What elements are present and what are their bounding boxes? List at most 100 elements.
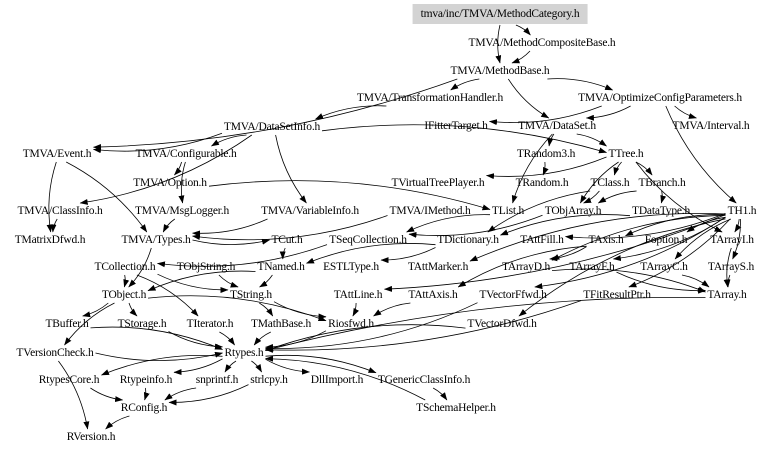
- graph-node-transformationhandler[interactable]: TMVA/TransformationHandler.h: [356, 92, 504, 104]
- graph-node-trandom[interactable]: TRandom.h: [515, 177, 569, 189]
- edge-tseqcollection-to-tcollection: [157, 244, 328, 268]
- edge-tvectordfwd-to-rtypes: [265, 324, 466, 351]
- graph-node-tvectordfwd[interactable]: TVectorDfwd.h: [467, 318, 537, 330]
- graph-node-tfitresultptr[interactable]: TFitResultPtr.h: [583, 289, 651, 301]
- edge-tfitresultptr-to-rtypes: [265, 300, 582, 353]
- edge-methodcompositebase-to-methodbase: [511, 50, 531, 64]
- graph-node-tobject[interactable]: TObject.h: [101, 289, 147, 301]
- graph-node-rversion[interactable]: RVersion.h: [66, 431, 116, 443]
- graph-node-configurable[interactable]: TMVA/Configurable.h: [135, 148, 237, 160]
- graph-node-tarrayd[interactable]: TArrayD.h: [501, 261, 551, 273]
- edge-tcollection-to-titerator: [136, 274, 199, 317]
- graph-node-dataset[interactable]: TMVA/DataSet.h: [518, 120, 596, 132]
- edge-optimizeconfigparameters-to-dataset: [585, 105, 631, 121]
- graph-node-strlcpy[interactable]: strlcpy.h: [250, 374, 288, 386]
- graph-node-event[interactable]: TMVA/Event.h: [22, 148, 92, 160]
- graph-node-titerator[interactable]: TIterator.h: [186, 318, 234, 330]
- graph-node-tcut[interactable]: TCut.h: [271, 234, 303, 246]
- graph-node-tmatrixdfwd[interactable]: TMatrixDfwd.h: [14, 234, 86, 246]
- edge-methodbase-to-event: [93, 78, 458, 151]
- graph-node-methodbase[interactable]: TMVA/MethodBase.h: [450, 65, 550, 77]
- edge-tcollection-to-tstring: [157, 273, 229, 294]
- edge-tattline-to-riosfwd: [352, 302, 360, 317]
- graph-node-interval[interactable]: TMVA/Interval.h: [672, 120, 750, 132]
- graph-node-tlist[interactable]: TList.h: [491, 205, 525, 217]
- graph-node-optimizeconfigparameters[interactable]: TMVA/OptimizeConfigParameters.h: [578, 92, 742, 104]
- graph-node-th1[interactable]: TH1.h: [727, 205, 757, 217]
- edge-ttree-to-tobjarray: [580, 161, 619, 204]
- graph-node-rtypes[interactable]: Rtypes.h: [224, 347, 264, 359]
- edge-titerator-to-rtypes: [219, 331, 235, 346]
- graph-node-tattmarker[interactable]: TAttMarker.h: [407, 261, 469, 273]
- edge-tstring-to-riosfwd: [273, 301, 327, 320]
- graph-node-tvectorffwd[interactable]: TVectorFfwd.h: [479, 289, 547, 301]
- edge-tbranch-to-tdatatype: [660, 190, 667, 204]
- edge-th1-to-tvectordfwd: [518, 218, 726, 317]
- graph-node-foption[interactable]: Foption.h: [644, 234, 688, 246]
- graph-node-tarrayf[interactable]: TArrayF.h: [569, 261, 615, 273]
- graph-node-tseqcollection[interactable]: TSeqCollection.h: [329, 234, 407, 246]
- graph-node-taxis[interactable]: TAxis.h: [588, 234, 624, 246]
- graph-node-tobjarray[interactable]: TObjArray.h: [544, 205, 602, 217]
- edge-methodbase-to-optimizeconfigparameters: [547, 78, 614, 91]
- edge-th1-to-tarrayc: [674, 218, 732, 260]
- edge-taxis-to-tarrayd: [549, 246, 587, 262]
- graph-node-tcollection[interactable]: TCollection.h: [94, 261, 156, 273]
- graph-node-tbuffer[interactable]: TBuffer.h: [45, 318, 89, 330]
- graph-node-tvirtualtreeplayer[interactable]: TVirtualTreePlayer.h: [391, 177, 485, 189]
- edge-riosfwd-to-rtypes: [265, 330, 327, 350]
- graph-node-rconfig[interactable]: RConfig.h: [120, 402, 168, 414]
- graph-node-tnamed[interactable]: TNamed.h: [257, 261, 305, 273]
- graph-node-dllimport[interactable]: DllImport.h: [310, 374, 364, 386]
- graph-node-snprintf[interactable]: snprintf.h: [195, 374, 239, 386]
- edge-tstring-to-tmathbase: [259, 302, 274, 317]
- graph-node-methodcompositebase[interactable]: TMVA/MethodCompositeBase.h: [468, 37, 616, 49]
- edge-rtypes-to-tgenericclassinfo: [265, 354, 377, 374]
- edge-rtypes-to-rtypescore: [101, 354, 223, 376]
- edge-classinfo-to-tmatrixdfwd: [50, 218, 58, 233]
- graph-node-tschemahelper[interactable]: TSchemaHelper.h: [416, 402, 496, 414]
- graph-node-tattline[interactable]: TAttLine.h: [333, 289, 383, 301]
- graph-node-ttree[interactable]: TTree.h: [608, 148, 644, 160]
- graph-node-classinfo[interactable]: TMVA/ClassInfo.h: [17, 205, 103, 217]
- graph-node-variableinfo[interactable]: TMVA/VariableInfo.h: [261, 205, 359, 217]
- graph-node-tattfill[interactable]: TAttFill.h: [520, 234, 564, 246]
- edge-tversioncheck-to-rtypes: [95, 351, 223, 361]
- graph-node-option[interactable]: TMVA/Option.h: [133, 177, 207, 189]
- graph-node-ifittertarget[interactable]: IFitterTarget.h: [424, 120, 488, 132]
- edge-datasetinfo-to-classinfo: [79, 134, 253, 205]
- graph-node-riosfwd[interactable]: Riosfwd.h: [328, 318, 374, 330]
- edge-tcut-to-tnamed: [279, 247, 286, 260]
- graph-node-rtypescore[interactable]: RtypesCore.h: [38, 374, 100, 386]
- root-node-methodcategory: tmva/inc/TMVA/MethodCategory.h: [412, 4, 588, 24]
- graph-node-tarrayi[interactable]: TArrayI.h: [710, 234, 754, 246]
- graph-node-imethod[interactable]: TMVA/IMethod.h: [389, 205, 471, 217]
- edge-optimizeconfigparameters-to-interval: [674, 105, 697, 119]
- graph-node-tdictionary[interactable]: TDictionary.h: [437, 234, 499, 246]
- graph-node-types[interactable]: TMVA/Types.h: [121, 234, 191, 246]
- graph-node-tstring[interactable]: TString.h: [230, 289, 272, 301]
- graph-node-tclass[interactable]: TClass.h: [590, 177, 630, 189]
- graph-node-tattaxis[interactable]: TAttAxis.h: [408, 289, 458, 301]
- edge-th1-to-foption: [686, 216, 726, 233]
- graph-node-tarrays[interactable]: TArrayS.h: [707, 261, 755, 273]
- edge-rtypescore-to-rconfig: [90, 387, 124, 403]
- graph-node-tarray[interactable]: TArray.h: [707, 289, 747, 301]
- graph-node-rtypeinfo[interactable]: Rtypeinfo.h: [119, 374, 173, 386]
- graph-node-tbranch[interactable]: TBranch.h: [638, 177, 686, 189]
- graph-node-msglogger[interactable]: TMVA/MsgLogger.h: [134, 205, 230, 217]
- graph-node-tdatatype[interactable]: TDataType.h: [632, 205, 690, 217]
- graph-node-tstorage[interactable]: TStorage.h: [117, 318, 167, 330]
- edge-methodbase-to-dataset: [507, 78, 550, 119]
- graph-node-tarrayc[interactable]: TArrayC.h: [640, 261, 688, 273]
- graph-node-datasetinfo[interactable]: TMVA/DataSetInfo.h: [223, 121, 321, 133]
- graph-node-tversioncheck[interactable]: TVersionCheck.h: [16, 347, 94, 359]
- graph-node-tobjstring[interactable]: TObjString.h: [176, 261, 236, 273]
- edge-th1-to-tarrays: [732, 218, 741, 260]
- edge-tobjarray-to-tseqcollection: [408, 214, 543, 238]
- graph-node-estltype[interactable]: ESTLType.h: [323, 261, 379, 273]
- graph-node-tmathbase[interactable]: TMathBase.h: [250, 318, 312, 330]
- graph-node-trandom3[interactable]: TRandom3.h: [516, 148, 576, 160]
- graph-node-tgenericclassinfo[interactable]: TGenericClassInfo.h: [377, 374, 471, 386]
- edge-strlcpy-to-rconfig: [168, 384, 249, 406]
